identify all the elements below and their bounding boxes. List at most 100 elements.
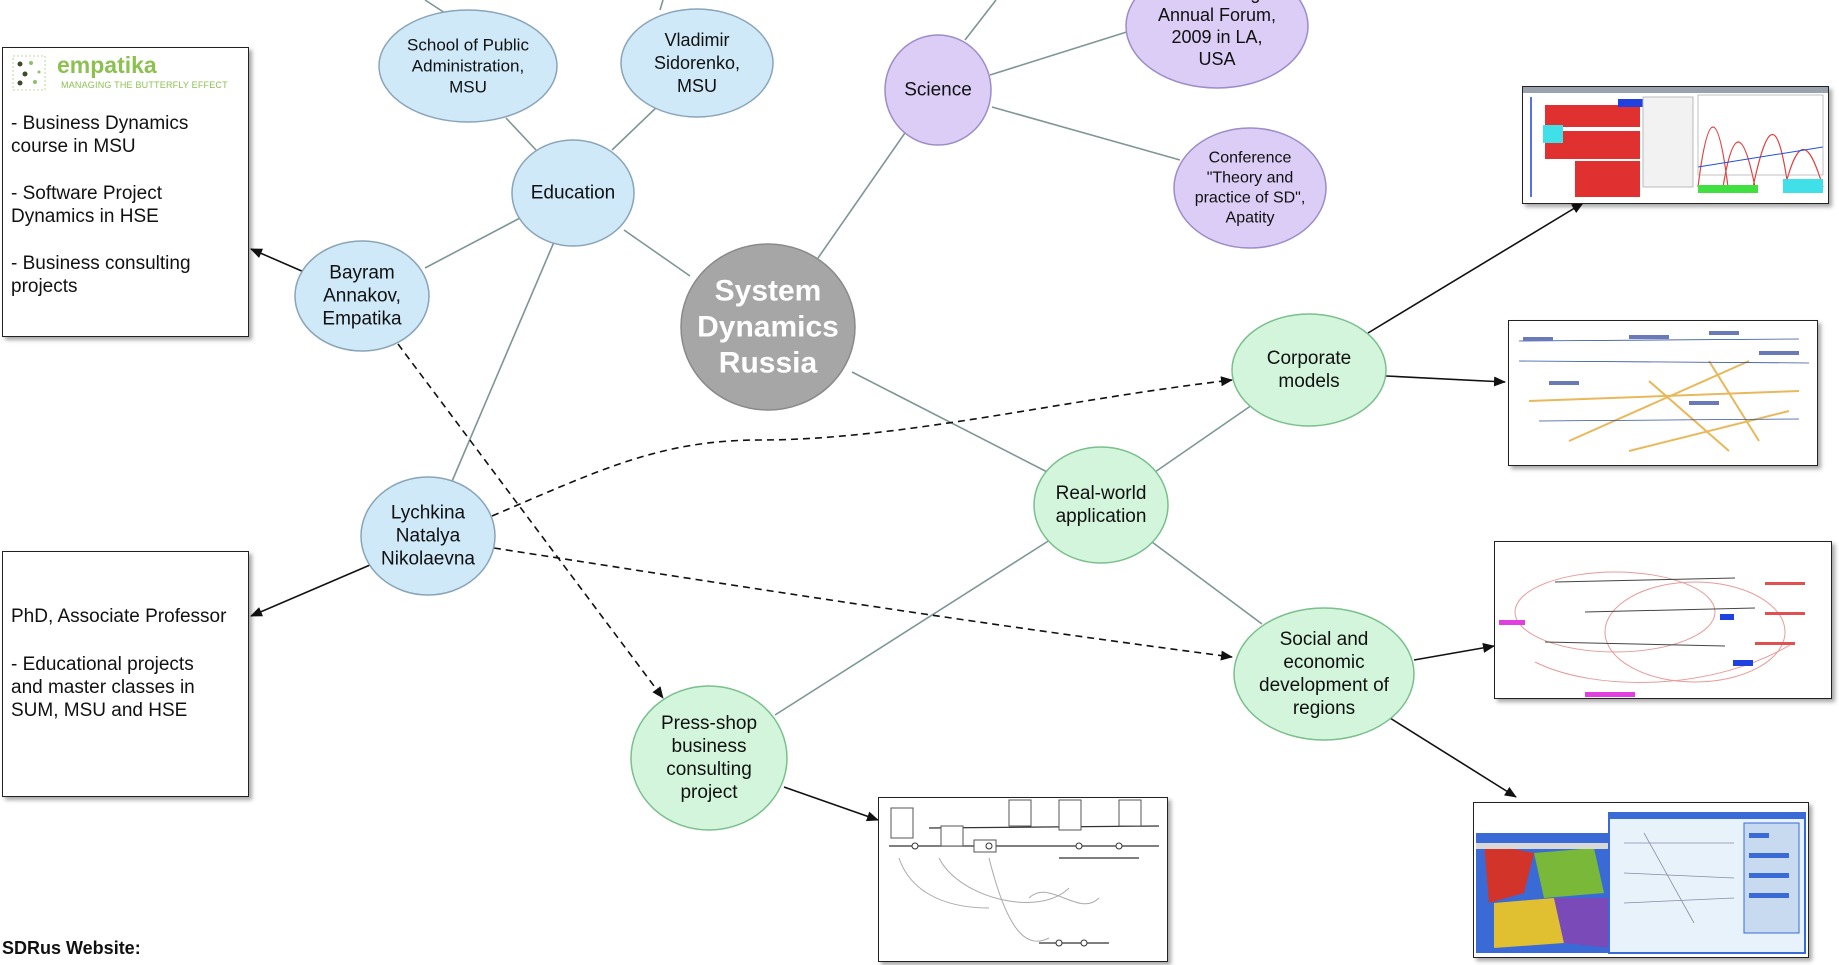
node-corporate-label-0: Corporate: [1267, 348, 1352, 369]
node-bayram-label-0: Bayram: [329, 263, 394, 284]
dashed-bayram-pressshop: [397, 343, 664, 699]
node-lychkina-label-1: Natalya: [396, 526, 461, 547]
thumbnail-pressshop-model: [878, 797, 1168, 962]
edge-realworld-social: [1151, 541, 1263, 625]
edge-sidorenko-up: [659, 0, 664, 11]
node-lychkina-label-2: Nikolaevna: [381, 549, 475, 570]
edge-center-science: [817, 129, 908, 259]
node-corporate-shape: [1231, 313, 1387, 427]
node-realworld-label-1: application: [1056, 506, 1147, 527]
node-forum-label-3: USA: [1198, 49, 1235, 69]
node-forum-label-0: in Thinking: [1174, 0, 1261, 3]
arrows: [250, 202, 1584, 822]
empatika-item-2: - Software Project Dynamics in HSE: [11, 183, 162, 227]
node-conference-label-2: practice of SD",: [1195, 190, 1306, 207]
node-education-shape: [511, 139, 635, 247]
edge-education-sidorenko: [611, 103, 661, 151]
node-education-label-0: Education: [531, 183, 616, 204]
node-social-label-2: development of: [1259, 675, 1390, 696]
butterfly-dots-icon: [12, 55, 46, 91]
node-conference-label-0: Conference: [1209, 150, 1292, 167]
node-school-label-0: School of Public: [407, 36, 529, 55]
lychkina-item-1: PhD, Associate Professor: [11, 606, 227, 627]
node-lychkina-shape: [360, 476, 496, 596]
empatika-info-box: empatika MANAGING THE BUTTERFLY EFFECT -…: [2, 47, 249, 337]
arrow-pressshop-thumb5: [783, 786, 879, 822]
empatika-item-3: - Business consulting projects: [11, 253, 191, 297]
node-bayram-label-2: Empatika: [322, 309, 402, 330]
node-forum: in ThinkingAnnual Forum,2009 in LA,USA: [1125, 0, 1309, 89]
thumbnail-regional-model: [1494, 541, 1832, 699]
node-conference-label-3: Apatity: [1226, 210, 1275, 227]
edge-education-center: [623, 229, 691, 277]
node-school-label-1: Administration,: [412, 57, 524, 76]
arrow-bayram-empatika-box: [250, 248, 305, 273]
node-sidorenko-label-1: Sidorenko,: [654, 53, 740, 73]
node-school-label-2: MSU: [449, 78, 487, 97]
node-corporate-label-1: models: [1278, 371, 1339, 392]
arrow-corporate-thumb1: [1367, 202, 1584, 334]
node-science-shape: [884, 34, 992, 146]
node-social-label-3: regions: [1293, 698, 1355, 719]
node-pressshop-label-2: consulting: [666, 759, 752, 780]
edge-education-school: [505, 117, 537, 151]
edges: [424, 0, 1263, 716]
node-education: Education: [511, 139, 635, 247]
node-realworld-label-0: Real-world: [1056, 483, 1147, 504]
node-center-label-0: System: [715, 275, 822, 308]
lychkina-item-2: - Educational projects and master classe…: [11, 654, 195, 721]
edge-education-bayram: [424, 217, 521, 269]
node-center-label-2: Russia: [719, 347, 818, 380]
edge-center-realworld: [851, 371, 1056, 477]
arrow-social-thumb3: [1413, 642, 1495, 661]
node-forum-label-1: Annual Forum,: [1158, 5, 1276, 25]
edge-science-conference: [991, 106, 1181, 161]
edge-education-lychkina: [449, 241, 555, 487]
arrow-corporate-thumb2: [1385, 375, 1506, 387]
node-forum-label-2: 2009 in LA,: [1171, 27, 1262, 47]
node-social-shape: [1233, 607, 1415, 741]
node-school-shape: [378, 9, 558, 123]
edge-science-up: [964, 0, 997, 41]
dashed-arrows: [397, 343, 1233, 699]
node-pressshop-label-1: business: [672, 736, 747, 757]
node-pressshop-label-0: Press-shop: [661, 713, 757, 734]
dashed-lychkina-social: [493, 547, 1233, 661]
dashed-lychkina-corporate: [491, 376, 1233, 517]
empatika-logo-text: empatika: [57, 52, 157, 78]
thumbnail-corporate-model: [1508, 320, 1818, 466]
thumbnail-regional-map: [1473, 802, 1809, 958]
node-science: Science: [884, 34, 992, 146]
node-social-label-0: Social and: [1280, 629, 1369, 650]
node-bayram-label-1: Annakov,: [323, 286, 401, 307]
thumbnail-simulation-charts: [1522, 86, 1829, 204]
arrow-lychkina-box: [250, 564, 371, 617]
node-sidorenko-shape: [620, 8, 774, 118]
node-social-label-1: economic: [1283, 652, 1364, 673]
node-sidorenko-label-2: MSU: [677, 76, 717, 96]
edge-realworld-pressshop: [774, 537, 1054, 716]
node-science-label-0: Science: [904, 80, 972, 101]
node-conference-shape: [1173, 127, 1327, 249]
lychkina-info-box: PhD, Associate Professor - Educational p…: [2, 551, 249, 797]
edge-school-up: [424, 0, 446, 14]
node-center-label-1: Dynamics: [697, 311, 839, 344]
node-center-shape: [680, 243, 856, 411]
node-bayram-shape: [294, 240, 430, 352]
node-sidorenko-label-0: Vladimir: [664, 30, 729, 50]
arrow-social-thumb4: [1389, 717, 1517, 798]
edge-science-forum: [989, 29, 1134, 76]
node-forum-shape: [1125, 0, 1309, 89]
node-lychkina-label-0: Lychkina: [391, 503, 466, 524]
empatika-tagline: MANAGING THE BUTTERFLY EFFECT: [61, 80, 228, 90]
